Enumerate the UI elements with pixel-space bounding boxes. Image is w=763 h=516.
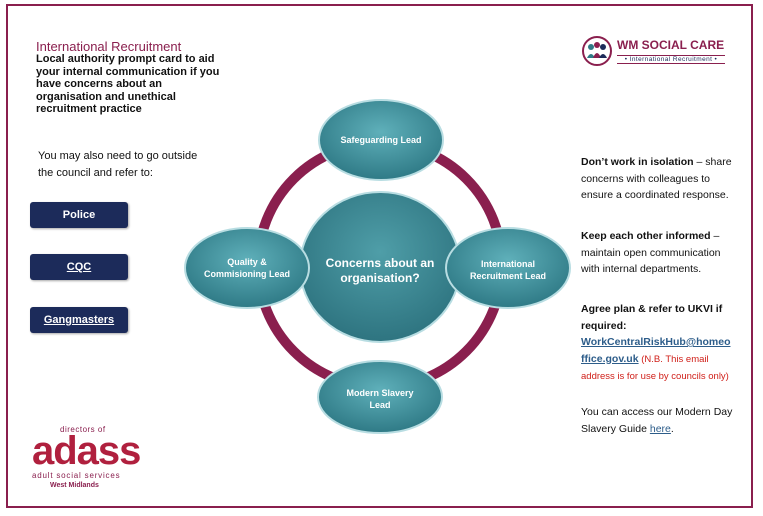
outside-council-text: You may also need to go outside the coun… [38,150,198,179]
guide-text: You can access our Modern Day Slavery Gu… [581,406,733,435]
node-modern-slavery [317,360,443,434]
adass-logo-region: West Midlands [50,482,99,489]
node-international-label-1: International [481,259,535,269]
center-node-label-1: Concerns about an [326,256,435,270]
node-quality-label-2: Commisioning Lead [204,269,290,279]
cqc-button-label: CQC [66,261,92,273]
adass-logo: adass [32,429,141,473]
ukvi-advice: Agree plan & refer to UKVI if required: … [581,301,731,386]
node-safeguarding-label: Safeguarding Lead [340,135,421,145]
page-subtitle: Local authority prompt card to aid your … [36,53,220,115]
node-international-label-2: Recruitment Lead [470,271,546,281]
page-title: International Recruitment [36,39,182,54]
guide-end: . [670,422,674,435]
cqc-button[interactable]: CQC [30,254,128,280]
isolation-advice: Don’t work in isolation – share concerns… [581,154,741,204]
node-quality-label-1: Quality & [227,257,267,267]
adass-logo-small: directors of [60,425,106,434]
isolation-text: – share concerns with colleagues to ensu… [581,156,732,201]
wm-logo-title: WM SOCIAL CARE [617,38,725,52]
police-button-label: Police [62,209,96,221]
gangmasters-button-label: Gangmasters [43,314,115,326]
node-quality [184,227,310,309]
email-note: (N.B. This email address is for use by c… [581,353,729,383]
police-button[interactable]: Police [30,202,128,228]
ukvi-bold: Agree plan & refer to UKVI if required: [581,303,723,332]
wm-people-icon [582,36,612,66]
node-safeguarding [318,99,444,181]
guide-link[interactable]: here [649,422,671,435]
ukvi-email-link[interactable]: WorkCentralRiskHub@homeoffice.gov.uk [581,336,731,365]
node-modern-slavery-label-1: Modern Slavery [346,388,413,398]
informed-bold: Keep each other informed [581,230,711,242]
isolation-bold: Don’t work in isolation [581,156,694,168]
wm-logo-tagline: • International Recruitment • [617,55,725,64]
node-international [445,227,571,309]
adass-logo-sub: adult social services [32,471,121,480]
center-node-label-2: organisation? [340,271,419,285]
informed-advice: Keep each other informed – maintain open… [581,228,741,278]
informed-text: – maintain open communication with inter… [581,230,721,275]
node-modern-slavery-label-2: Lead [369,400,390,410]
gangmasters-button[interactable]: Gangmasters [30,307,128,333]
guide-advice: You can access our Modern Day Slavery Gu… [581,404,741,437]
concerns-diagram: Concerns about an organisation? Safeguar… [184,99,571,434]
